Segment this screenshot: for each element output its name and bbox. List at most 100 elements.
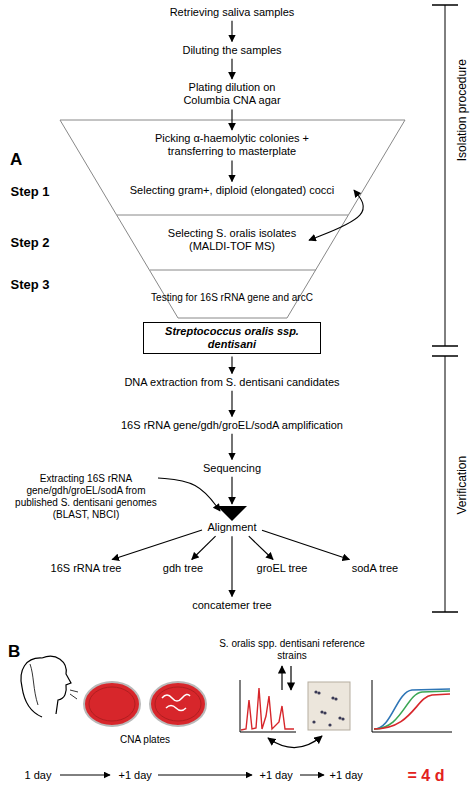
person-hair	[30, 664, 38, 705]
flow-arrow	[231, 356, 232, 373]
process-step: 16S rRNA tree	[44, 562, 129, 575]
flow-arrow	[231, 434, 232, 460]
step-label: Step 1	[11, 184, 50, 200]
result-box: Streptococcus oralis ssp. dentisani	[143, 322, 321, 354]
alignment-step: Alignment	[204, 506, 260, 534]
total-duration: = 4 d	[408, 766, 445, 785]
panel-letter: B	[8, 642, 20, 662]
flow-arrow	[158, 478, 220, 511]
timeline-label: +1 day	[260, 769, 293, 782]
process-step: Testing for 16S rRNA gene and arcC	[132, 292, 332, 304]
section-bracket	[445, 356, 446, 612]
flow-arrow	[112, 530, 202, 560]
process-step: Picking α-haemolytic colonies + transfer…	[150, 132, 315, 158]
pcr-curve	[374, 689, 450, 729]
timeline-arrow	[300, 775, 324, 776]
maldi-spectrum	[241, 688, 294, 730]
step-label: Step 3	[11, 277, 50, 293]
process-step: concatemer tree	[177, 599, 287, 612]
node-text: sodA tree	[343, 562, 408, 575]
flow-arrow	[231, 21, 232, 42]
flow-arrow	[231, 391, 232, 417]
node-text: gdh tree	[153, 562, 213, 575]
node-text: 16S rRNA gene/gdh/groEL/sodA amplificati…	[107, 419, 357, 432]
process-step: gdh tree	[153, 562, 213, 575]
process-step: Selecting gram+, diploid (elongated) coc…	[112, 184, 352, 197]
pcr-axis	[372, 680, 373, 732]
process-step: Sequencing	[187, 462, 277, 475]
process-step: groEL tree	[247, 562, 317, 575]
person-hair	[21, 658, 42, 717]
timeline-label: +1 day	[330, 769, 363, 782]
flow-arrow	[231, 536, 232, 596]
node-text: 16S rRNA tree	[44, 562, 129, 575]
colony-streak	[162, 694, 190, 710]
node-text: Streptococcus oralis ssp. dentisani	[148, 325, 316, 351]
person-profile	[42, 656, 71, 714]
step-divider	[117, 215, 348, 216]
pcr-curve	[374, 694, 450, 729]
comparison-arrow	[268, 736, 322, 748]
section-label: Isolation procedure	[455, 59, 469, 161]
flow-arrow	[262, 530, 349, 559]
process-step: Extracting 16S rRNA gene/gdh/groEL/sodA …	[6, 473, 166, 521]
node-text: Extracting 16S rRNA gene/gdh/groEL/sodA …	[6, 473, 166, 521]
process-step: Retrieving saliva samples	[132, 6, 332, 19]
bracket-tick	[432, 4, 458, 6]
panel-letter: A	[10, 150, 22, 170]
agar-plate	[150, 682, 206, 726]
bracket-tick	[432, 611, 458, 613]
illustration-label: S. oralis spp. dentisani reference strai…	[217, 638, 367, 662]
saliva-mark	[70, 690, 78, 699]
agar-plate-rim	[155, 687, 201, 721]
timeline-label: 1 day	[25, 769, 52, 782]
flow-arrow	[192, 536, 216, 559]
step-label: Step 2	[11, 235, 50, 251]
cocci-cells	[312, 690, 344, 726]
section-label: Verification	[455, 456, 469, 515]
flow-arrow	[231, 477, 232, 504]
node-text: Selecting gram+, diploid (elongated) coc…	[112, 184, 352, 197]
pcr-axis	[372, 732, 452, 733]
node-text: Selecting S. oralis isolates (MALDI-TOF …	[157, 227, 307, 253]
bracket-tick	[432, 355, 458, 357]
node-text: groEL tree	[247, 562, 317, 575]
flow-arrow	[231, 59, 232, 79]
alignment-symbol	[217, 506, 247, 521]
illustration-label: CNA plates	[120, 734, 170, 746]
node-text: DNA extraction from S. dentisani candida…	[112, 376, 352, 389]
timeline-label: +1 day	[119, 769, 152, 782]
process-step: 16S rRNA gene/gdh/groEL/sodA amplificati…	[107, 419, 357, 432]
microscope-image	[308, 682, 350, 730]
node-text: Alignment	[204, 521, 260, 534]
node-text: concatemer tree	[177, 599, 287, 612]
node-text: Sequencing	[187, 462, 277, 475]
agar-plate	[84, 682, 140, 726]
funnel-outline	[60, 120, 405, 318]
node-text: Plating dilution on Columbia CNA agar	[173, 81, 291, 107]
section-bracket	[445, 5, 446, 346]
process-step: Selecting S. oralis isolates (MALDI-TOF …	[157, 227, 307, 253]
node-text: Testing for 16S rRNA gene and arcC	[132, 292, 332, 304]
reference-arrow	[290, 666, 291, 690]
alignment-symbol	[217, 506, 247, 521]
bracket-tick	[432, 345, 458, 347]
spectrum-axis	[240, 732, 296, 733]
step-divider	[150, 270, 316, 271]
reference-arrow	[281, 666, 282, 690]
pcr-curve	[374, 691, 450, 729]
node-text: Diluting the samples	[152, 44, 312, 57]
process-step: Plating dilution on Columbia CNA agar	[173, 81, 291, 107]
agar-plate-rim	[89, 687, 135, 721]
flow-arrow	[231, 109, 232, 130]
flow-arrow	[231, 160, 232, 181]
node-text: Retrieving saliva samples	[132, 6, 332, 19]
flow-arrow	[309, 190, 363, 240]
timeline-arrow	[158, 775, 252, 776]
flow-arrow	[249, 536, 273, 559]
process-step: DNA extraction from S. dentisani candida…	[112, 376, 352, 389]
process-step: Diluting the samples	[152, 44, 312, 57]
